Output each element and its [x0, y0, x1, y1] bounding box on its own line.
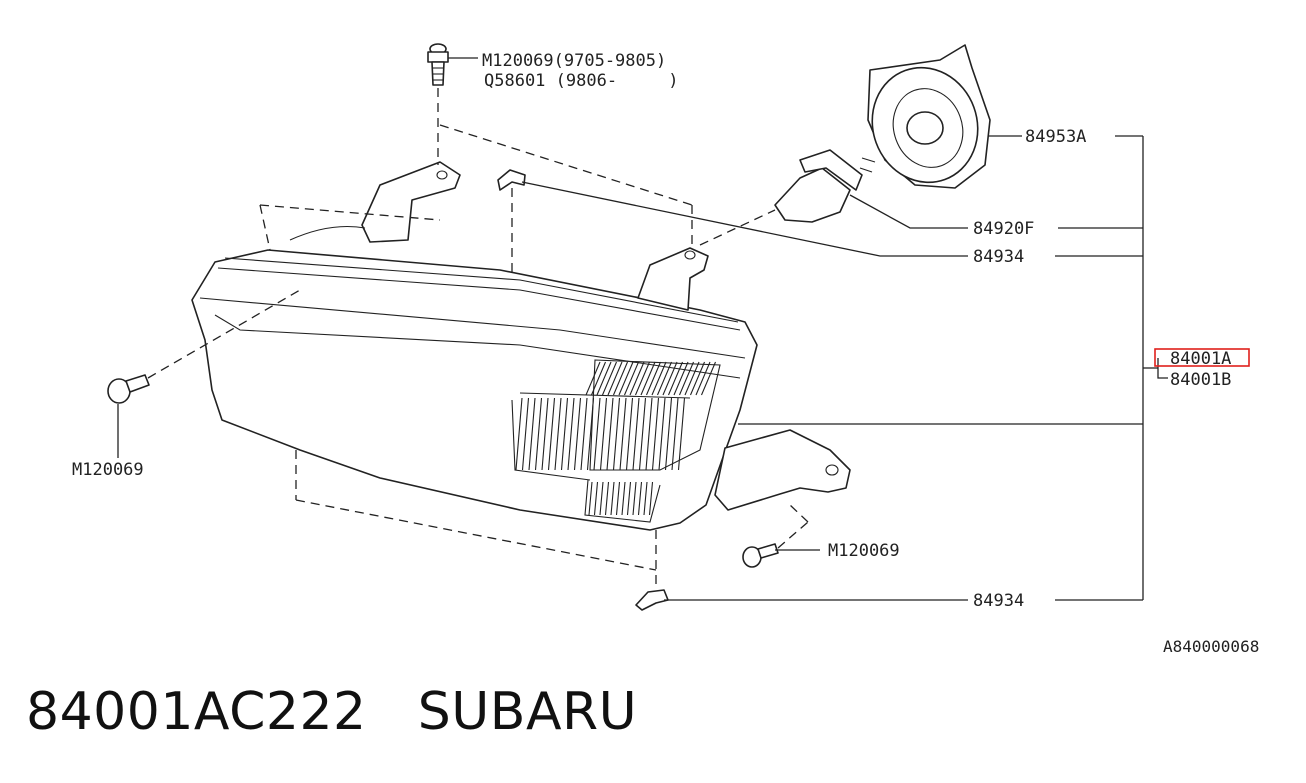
- hatch-line: [567, 397, 575, 471]
- diagram-code: A840000068: [1163, 637, 1259, 656]
- hatch-line: [667, 361, 684, 396]
- highlight-box: [1154, 348, 1250, 367]
- hatch-line: [599, 397, 608, 471]
- hatch-line: [586, 397, 595, 471]
- hatch-line: [601, 361, 618, 396]
- label-clip-top: 84934: [973, 247, 1024, 267]
- label-socket: 84953A: [1025, 127, 1086, 147]
- hatch-line: [621, 481, 626, 516]
- hatch-line: [585, 361, 601, 396]
- bolt-bottom[interactable]: [742, 543, 779, 568]
- hatch-line: [619, 397, 627, 471]
- label-bolt-top-2: Q58601 (9806- ): [484, 71, 678, 91]
- hatch-line: [651, 397, 660, 471]
- hatch-line: [645, 361, 662, 396]
- hatch-line: [610, 481, 615, 516]
- hatch-line: [638, 397, 647, 471]
- hatch-line: [677, 397, 686, 471]
- bolt-top[interactable]: [427, 43, 449, 86]
- label-clip-bottom: 84934: [973, 591, 1024, 611]
- bulb-socket[interactable]: [856, 44, 993, 197]
- hatch-line: [695, 361, 711, 396]
- hatch-line: [623, 361, 640, 396]
- part-title: 84001AC222 SUBARU: [26, 682, 638, 742]
- hatch-line: [521, 397, 530, 471]
- hatch-line: [612, 361, 629, 396]
- hatch-line: [580, 397, 588, 471]
- hatch-line: [689, 361, 706, 396]
- hatch-line: [678, 361, 695, 396]
- hatch-line: [648, 481, 654, 516]
- hatch-line: [634, 361, 651, 396]
- hatch-line: [643, 481, 648, 516]
- hatch-line: [700, 361, 717, 396]
- hatch-line: [560, 397, 569, 471]
- hatch-line: [662, 361, 678, 396]
- hatch-line: [651, 361, 667, 396]
- hatch-line: [604, 481, 610, 516]
- label-bulb: 84920F: [973, 219, 1034, 239]
- hatch-line: [607, 361, 623, 396]
- hatch-line: [673, 361, 689, 396]
- lens-hatching: [515, 361, 717, 516]
- hatch-line: [615, 481, 621, 516]
- hatch-line: [588, 481, 593, 516]
- hatch-line: [528, 397, 536, 471]
- hatch-line: [632, 481, 637, 516]
- hatch-line: [626, 481, 632, 516]
- hatch-line: [629, 361, 645, 396]
- hatch-line: [573, 397, 582, 471]
- hatch-line: [534, 397, 543, 471]
- hatch-line: [606, 397, 614, 471]
- hatch-line: [637, 481, 643, 516]
- bolt-left[interactable]: [107, 374, 150, 404]
- headlamp-assembly[interactable]: [191, 161, 851, 531]
- hatch-line: [554, 397, 562, 471]
- hatch-line: [596, 361, 612, 396]
- hatch-line: [664, 397, 673, 471]
- hatch-line: [593, 397, 601, 471]
- hatch-line: [515, 397, 523, 471]
- clip-top[interactable]: [497, 169, 526, 191]
- label-bolt-bottom: M120069: [828, 541, 900, 561]
- hatch-line: [640, 361, 656, 396]
- hatch-line: [547, 397, 556, 471]
- hatch-line: [612, 397, 621, 471]
- clip-bottom[interactable]: [635, 589, 669, 611]
- hatch-line: [658, 397, 666, 471]
- hatch-line: [684, 361, 700, 396]
- hatch-line: [599, 481, 604, 516]
- assembly-guide-lines: [147, 88, 809, 590]
- label-assembly-b[interactable]: 84001B: [1170, 370, 1231, 390]
- hatch-line: [625, 397, 634, 471]
- label-bolt-left: M120069: [72, 460, 144, 480]
- label-assembly-a[interactable]: 84001A: [1170, 349, 1231, 369]
- hatch-line: [656, 361, 673, 396]
- hatch-line: [618, 361, 634, 396]
- hatch-line: [590, 361, 607, 396]
- hatch-line: [593, 481, 599, 516]
- bulb[interactable]: [774, 149, 876, 223]
- hatch-line: [671, 397, 679, 471]
- hatch-line: [645, 397, 653, 471]
- hatch-line: [632, 397, 640, 471]
- hatch-line: [541, 397, 549, 471]
- label-bolt-top-1: M120069(9705-9805): [482, 51, 666, 71]
- leader-lines: [117, 57, 1168, 601]
